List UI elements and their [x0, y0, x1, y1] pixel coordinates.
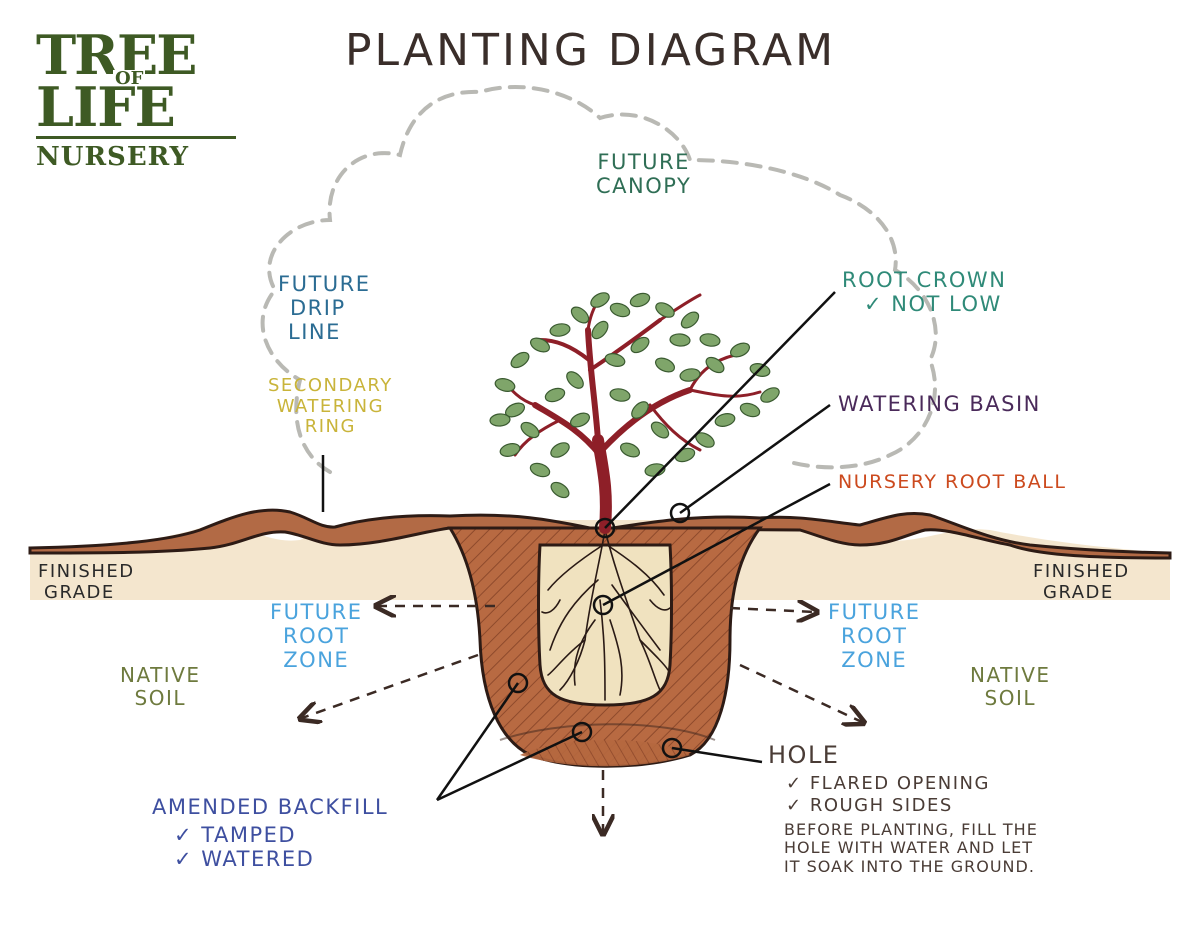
watering-basin-label: WATERING BASIN: [838, 392, 1041, 416]
future-root-zone-right-label: FUTURE ROOT ZONE: [828, 600, 921, 673]
native-soil-right-label: NATIVE SOIL: [970, 663, 1051, 710]
root-zone-arrows: [302, 606, 862, 832]
callout-circles: [507, 502, 691, 759]
logo-word-life: LIFE: [36, 75, 176, 139]
nursery-root-ball-label: NURSERY ROOT BALL: [838, 471, 1067, 493]
native-soil-left-label: NATIVE SOIL: [120, 663, 201, 710]
root-crown-label: ROOT CROWN NOT LOW: [842, 268, 1006, 316]
watering-berm: [28, 508, 1172, 560]
future-root-zone-left-label: FUTURE ROOT ZONE: [270, 600, 363, 673]
hole-label: HOLE FLARED OPENING ROUGH SIDES BEFORE P…: [768, 741, 1038, 876]
finished-grade-left-label: FINISHED GRADE: [38, 561, 135, 603]
logo-word-of: OF: [113, 68, 146, 89]
hole-note: BEFORE PLANTING, FILL THE HOLE WITH WATE…: [784, 819, 1038, 876]
future-canopy-label: FUTURE CANOPY: [596, 150, 692, 199]
page-title: PLANTING DIAGRAM: [345, 25, 837, 76]
future-canopy-outline: [260, 85, 938, 474]
tree-roots: [541, 529, 671, 701]
logo-rule: [36, 136, 236, 139]
leader-lines: [321, 291, 836, 802]
secondary-watering-ring-label: SECONDARY WATERING RING: [268, 375, 393, 438]
future-drip-line-label: FUTURE DRIP LINE: [278, 272, 371, 345]
logo-word-nursery: NURSERY: [36, 142, 190, 172]
amended-backfill-label: AMENDED BACKFILL TAMPED WATERED: [152, 795, 388, 871]
finished-grade-right-label: FINISHED GRADE: [1033, 561, 1130, 603]
